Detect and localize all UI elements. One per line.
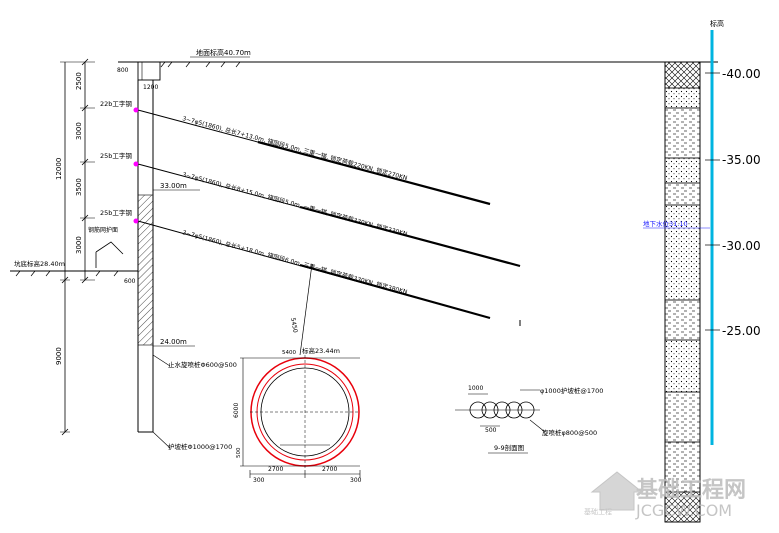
soil-column (664, 61, 701, 523)
beam-3-label: 25b工字钢 (100, 208, 132, 217)
watermark-cn: 基础工程网 (636, 478, 746, 503)
watermark: 基础工程网 JCGCW.COM 基础工程 (584, 471, 746, 520)
legend-title: 9-9剖面图 (494, 443, 524, 452)
scale-label-25: -25.00 (722, 324, 761, 338)
dim-9000: 9000 (55, 347, 63, 365)
anchor-1-label: 3~7φ5(1860), 总长7+13.0m, 锚固段5.0m, 三重一锚, 锁… (181, 114, 408, 182)
anchor-2 (137, 163, 521, 268)
anchor-3-label: 3~7φ5(1860), 总长5+18.0m, 锚固段6.0m, 三重一锚, 锁… (181, 228, 408, 296)
dim-600: 600 (124, 278, 136, 285)
water-level-label: 地下水位31.10 (643, 219, 688, 228)
tunnel-section (240, 355, 361, 478)
watermark-en: JCGCW.COM (635, 501, 732, 520)
left-note: 钢筋网护面 (88, 226, 118, 234)
retaining-pile (137, 80, 154, 433)
dim-2700b: 2700 (322, 466, 337, 473)
dim-500: 500 (236, 447, 242, 458)
legend-jet: 旋喷桩φ800@500 (542, 428, 597, 437)
dim-3000b: 3000 (75, 236, 83, 254)
ground-level-label: 地面标高40.70m (196, 48, 251, 57)
dim-500b: 500 (485, 427, 497, 434)
dim-800: 800 (117, 67, 129, 74)
ground-line (118, 61, 718, 68)
scale-label-40: -40.00 (722, 67, 761, 81)
anchor-2-label: 3~7φ5(1860), 总长8+15.0m, 锚固段5.0m, 一重一锚, 锁… (181, 170, 408, 238)
house-logo-icon (590, 471, 644, 511)
elev-28-label: 坑底标高28.40m (14, 259, 65, 268)
dim-1200: 1200 (143, 84, 158, 91)
dim-5450: 5450 (289, 317, 299, 333)
dim-5400: 5400 (282, 350, 296, 356)
scale-label-35: -35.00 (722, 153, 761, 167)
legend-pile: φ1000护坡桩@1700 (540, 386, 603, 395)
beam-2-label: 25b工字钢 (100, 151, 132, 160)
dim-1000: 1000 (468, 385, 483, 392)
anchor-1 (137, 109, 491, 206)
walers (133, 107, 139, 224)
dim-300b: 300 (350, 477, 362, 484)
pile-top-label: 止水旋喷桩Φ600@500 (168, 360, 237, 369)
elev-23-label: 标高23.44m (302, 346, 340, 355)
dim-3000: 3000 (75, 122, 83, 140)
dim-2700a: 2700 (268, 466, 283, 473)
tunnel-distance-line (299, 263, 313, 356)
anchor-3 (137, 220, 491, 320)
dim-2500: 2500 (75, 72, 83, 90)
scale-label-30: -30.00 (722, 239, 761, 253)
crown-beam (137, 61, 161, 81)
pile-bottom-label: 护坡桩Φ1000@1700 (168, 442, 232, 451)
elevation-marker-label: 标高 (710, 19, 724, 28)
pile-plan-detail (455, 389, 546, 433)
elev-33-label: 33.00m (160, 182, 187, 190)
dim-3500: 3500 (75, 178, 83, 196)
left-dimension-chain (60, 58, 95, 436)
dim-6000: 6000 (233, 403, 240, 418)
elevation-scale-ticks (705, 72, 720, 331)
dim-12000: 12000 (55, 158, 63, 180)
elev-24-label: 24.00m (160, 338, 187, 346)
dim-300a: 300 (253, 477, 265, 484)
pit-bottom (10, 241, 138, 277)
watermark-small: 基础工程 (584, 507, 612, 516)
beam-1-label: 22b工字钢 (100, 99, 132, 108)
